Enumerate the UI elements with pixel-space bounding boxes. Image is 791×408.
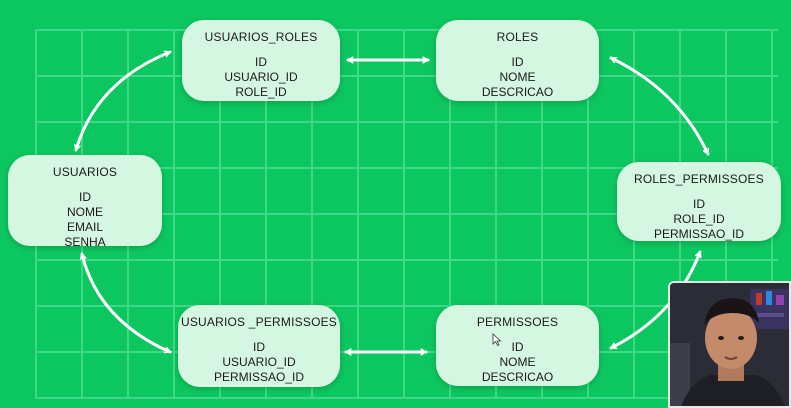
entity-field: NOME [499, 355, 536, 369]
entity-field: NOME [499, 70, 536, 84]
entity-field: SENHA [64, 235, 106, 249]
entity-usuarios-roles[interactable]: USUARIOS_ROLES ID USUARIO_ID ROLE_ID [182, 20, 340, 101]
entity-field: ID [255, 55, 267, 69]
entity-field: ID [511, 55, 524, 69]
entity-field: USUARIO_ID [224, 70, 298, 84]
entity-title: USUARIOS_ROLES [204, 30, 318, 44]
entity-field: ROLE_ID [235, 85, 287, 99]
entity-roles[interactable]: ROLES ID NOME DESCRICAO [436, 20, 599, 101]
presenter-webcam-image [670, 283, 789, 406]
entity-title: PERMISSOES [476, 315, 559, 329]
entity-usuarios[interactable]: USUARIOS ID NOME EMAIL SENHA [8, 155, 162, 249]
entity-field: DESCRICAO [481, 85, 554, 99]
entity-field: PERMISSAO_ID [653, 227, 745, 241]
entity-title: ROLES [496, 30, 539, 44]
entity-field: PERMISSAO_ID [213, 370, 305, 384]
entity-title: USUARIOS [52, 165, 118, 179]
webcam-overlay [668, 281, 791, 408]
mouse-cursor-icon [492, 333, 502, 347]
entity-field: ID [511, 340, 524, 354]
entity-title: USUARIOS _PERMISSOES [180, 315, 338, 329]
entity-permissoes[interactable]: PERMISSOES ID NOME DESCRICAO [436, 305, 599, 386]
entity-field: DESCRICAO [481, 370, 554, 384]
entity-field: ROLE_ID [673, 212, 725, 226]
entity-field: ID [693, 197, 705, 211]
entity-title: ROLES_PERMISSOES [634, 172, 764, 186]
entity-field: USUARIO_ID [222, 355, 296, 369]
entity-usuarios-permissoes[interactable]: USUARIOS _PERMISSOES ID USUARIO_ID PERMI… [178, 305, 340, 387]
entity-field: EMAIL [66, 220, 103, 234]
entity-field: NOME [67, 205, 103, 219]
entity-field: ID [253, 340, 265, 354]
entity-roles-permissoes[interactable]: ROLES_PERMISSOES ID ROLE_ID PERMISSAO_ID [617, 162, 781, 241]
entity-field: ID [79, 190, 91, 204]
